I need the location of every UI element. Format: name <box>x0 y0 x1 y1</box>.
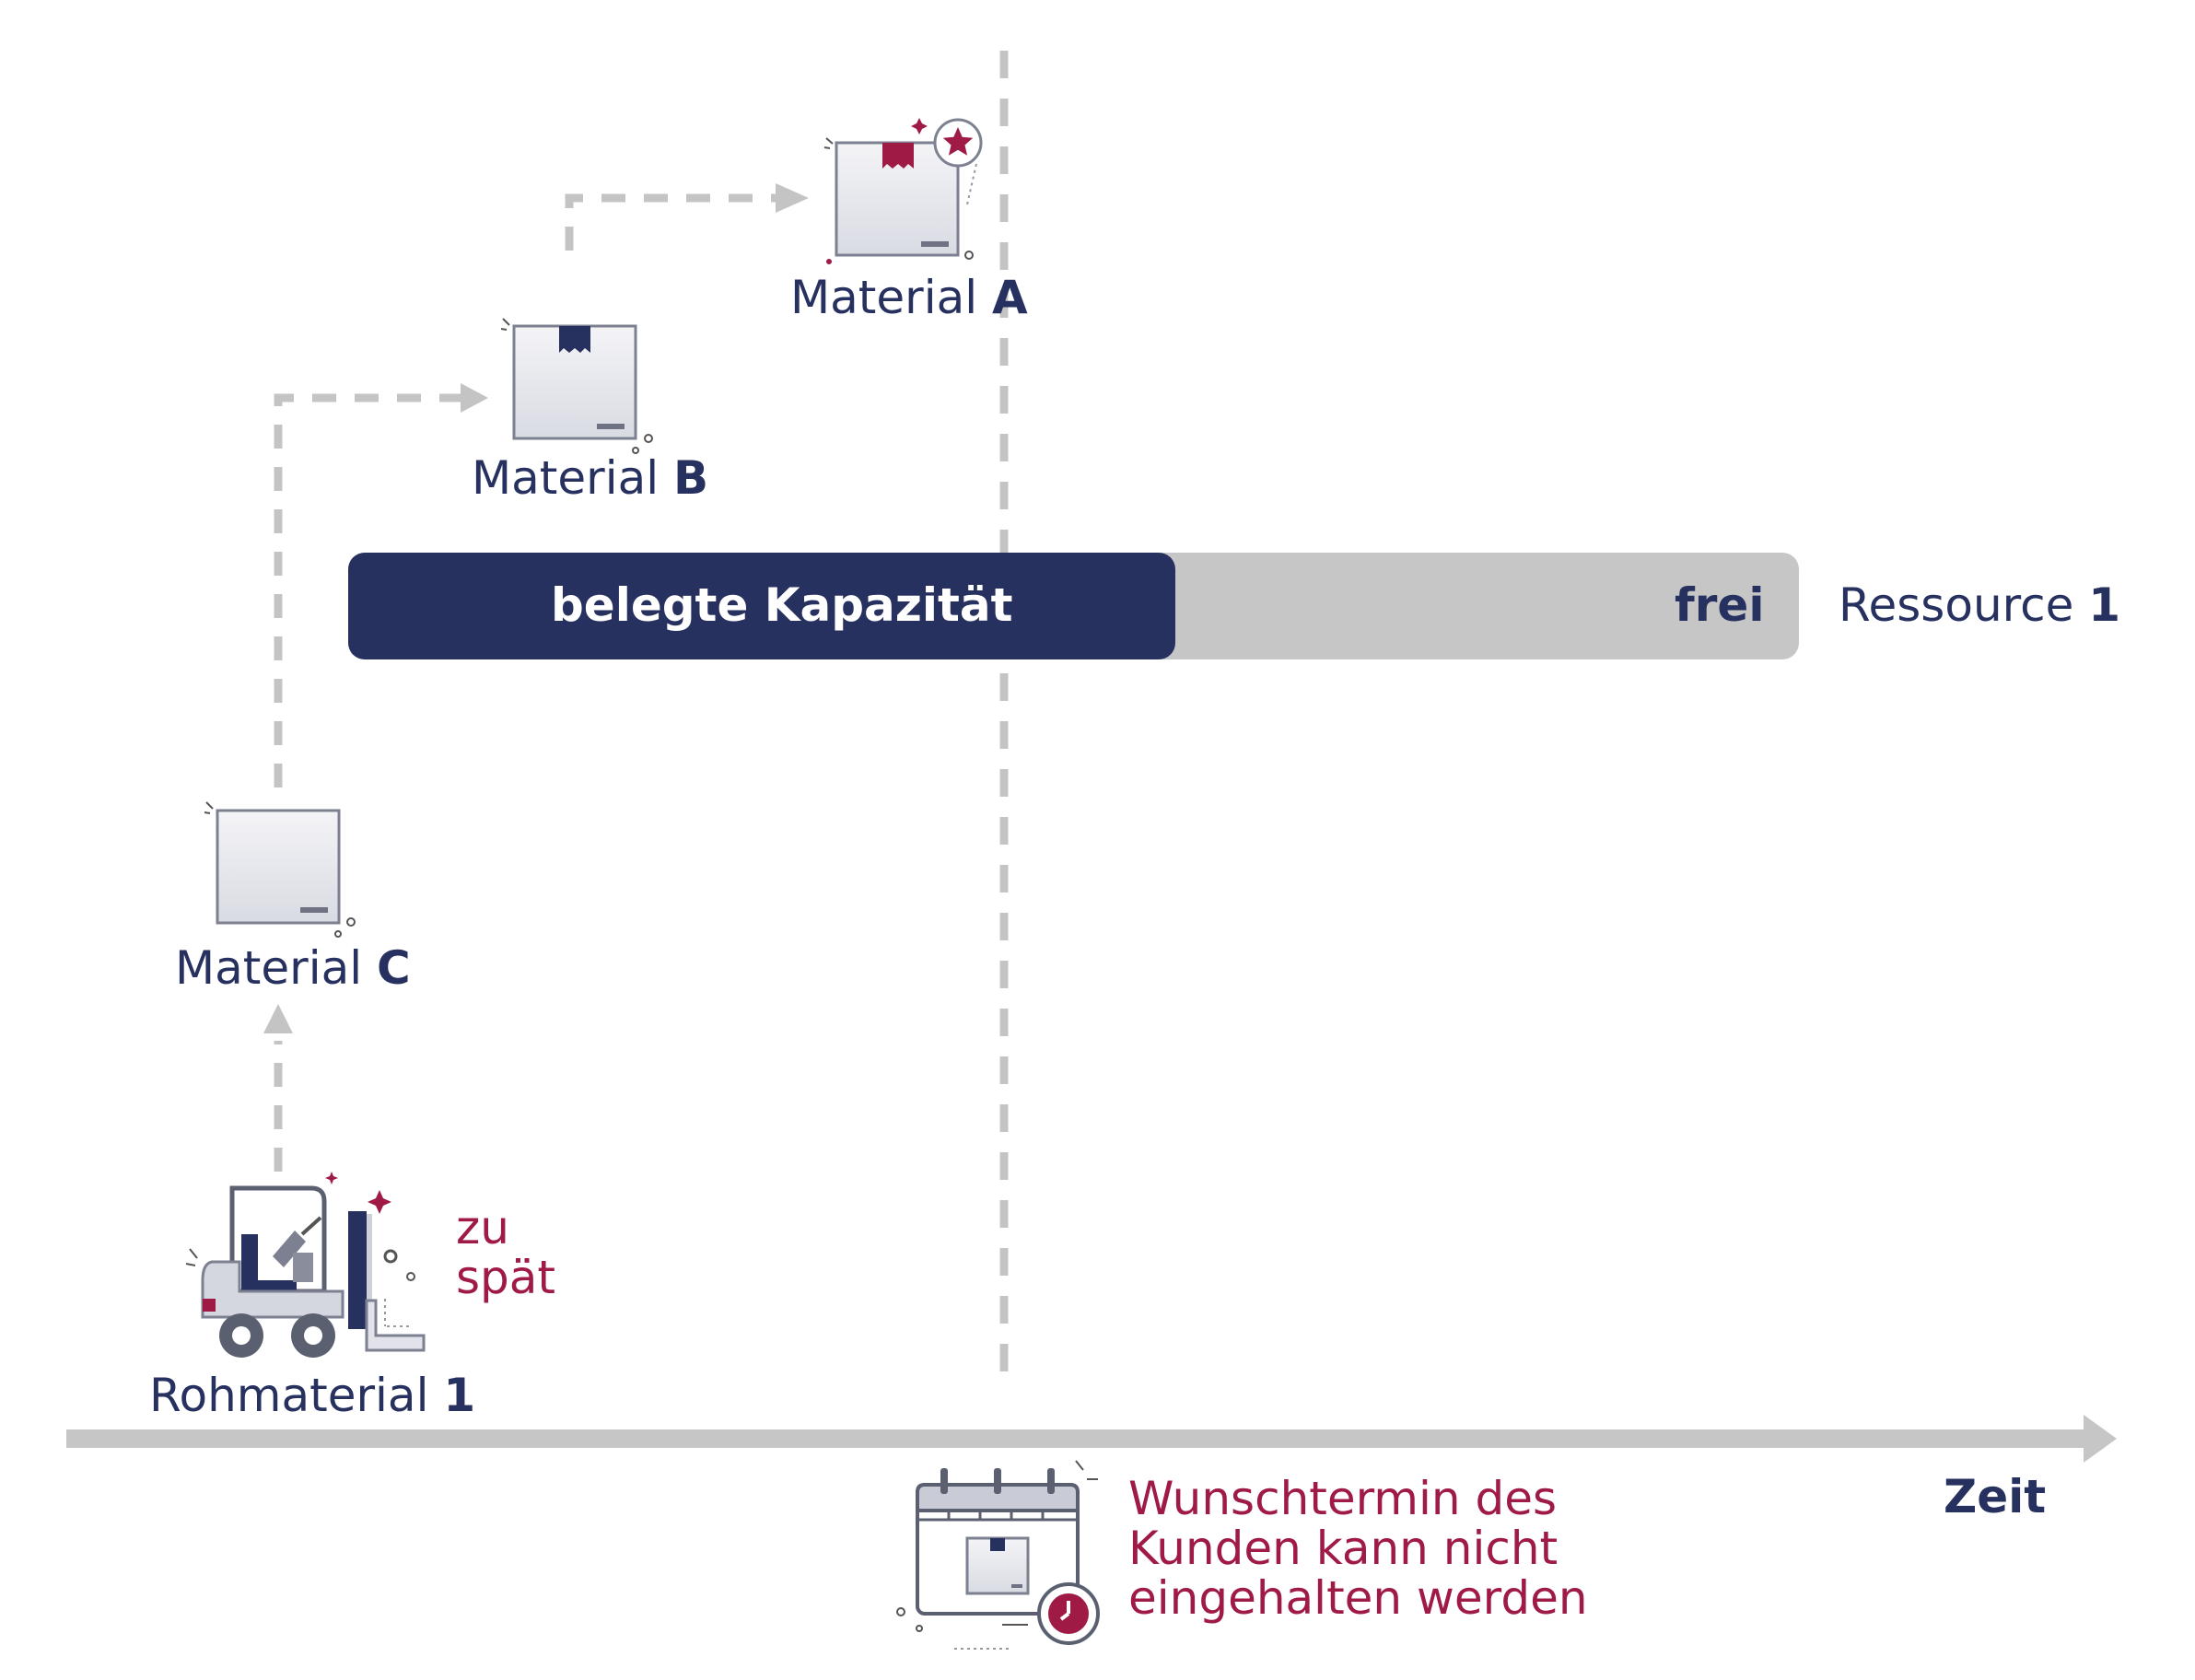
star-badge-icon <box>933 118 983 168</box>
flow-arrow-raw-to-c <box>263 1004 293 1172</box>
deadline-note: Wunschtermin des Kunden kann nicht einge… <box>1128 1474 1588 1623</box>
raw-material-name: Rohmaterial <box>149 1369 429 1422</box>
material-b-letter: B <box>673 451 709 505</box>
time-axis-label: Zeit <box>1944 1474 2046 1520</box>
forklift-icon <box>185 1172 426 1358</box>
arrow-right-icon <box>776 183 809 213</box>
capacity-occupied-label: belegte Kapazität <box>551 578 1013 632</box>
arrow-right-icon <box>461 383 488 413</box>
material-a-box-icon <box>823 118 977 264</box>
time-axis-label-text: Zeit <box>1944 1470 2047 1523</box>
material-a-letter: A <box>992 271 1028 324</box>
material-c-letter: C <box>377 941 411 995</box>
material-a-label: Material A <box>790 274 1028 321</box>
capacity-bar <box>348 553 1799 659</box>
resource-number: 1 <box>2088 578 2121 632</box>
deadline-note-line1: Wunschtermin des <box>1128 1472 1558 1525</box>
material-c-box-icon <box>204 801 356 938</box>
raw-material-number: 1 <box>443 1369 476 1422</box>
material-b-label: Material B <box>472 455 708 501</box>
late-note-line2: spät <box>456 1251 556 1304</box>
material-b-name: Material <box>472 451 660 505</box>
capacity-bar-occupied <box>348 553 1175 659</box>
arrow-right-icon <box>2084 1415 2117 1463</box>
material-c-label: Material C <box>175 945 411 991</box>
deadline-note-line2: Kunden kann nicht <box>1128 1522 1559 1575</box>
material-b-box-icon <box>500 318 653 454</box>
clock-icon <box>1037 1582 1100 1645</box>
calendar-icon <box>896 1460 1098 1650</box>
time-axis <box>66 1415 2117 1463</box>
arrow-up-icon <box>263 1004 293 1033</box>
resource-label: Ressource 1 <box>1839 582 2120 628</box>
material-a-name: Material <box>790 271 978 324</box>
capacity-free-label: frei <box>1675 578 1765 632</box>
late-note: zu spät <box>456 1203 555 1302</box>
flow-arrow-b-to-a <box>565 183 809 251</box>
resource-name: Ressource <box>1839 578 2074 632</box>
deadline-note-line3: eingehalten werden <box>1128 1571 1588 1625</box>
late-note-line1: zu <box>456 1201 509 1254</box>
raw-material-label: Rohmaterial 1 <box>149 1372 475 1418</box>
material-c-name: Material <box>175 941 363 995</box>
flow-arrow-c-to-b <box>274 383 488 788</box>
